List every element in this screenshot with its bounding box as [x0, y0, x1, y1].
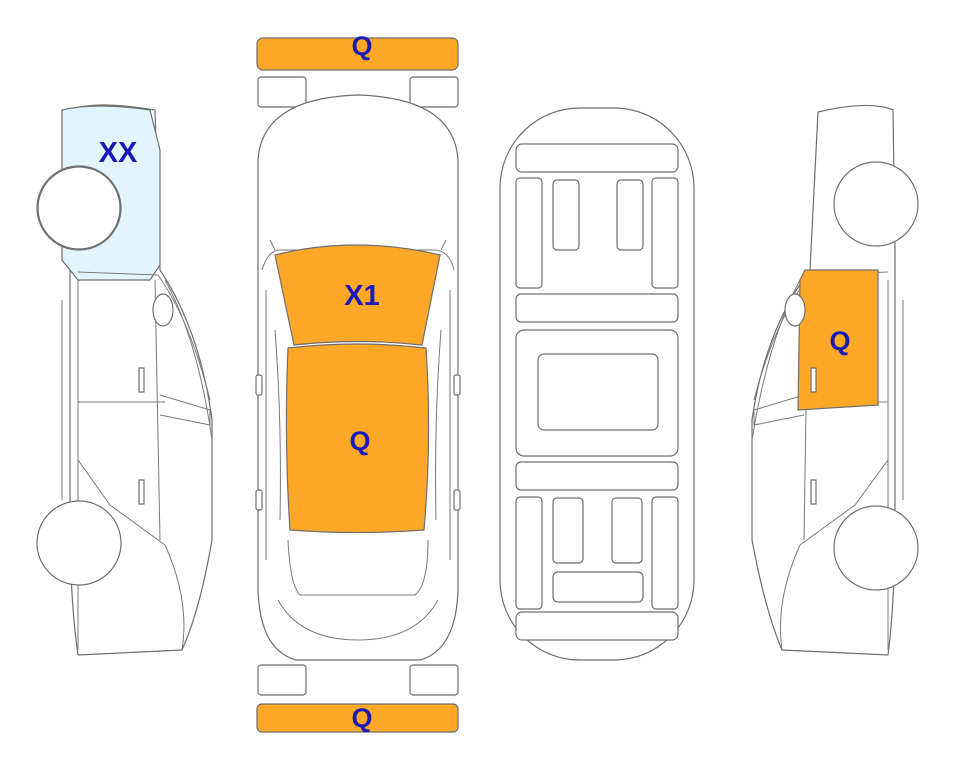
left-front-fender-code: XX — [99, 137, 138, 169]
windshield-code: X1 — [344, 280, 379, 312]
top-view: Q X1 Q Q — [255, 31, 461, 733]
left-side-view: XX — [36, 104, 213, 656]
roof-code: Q — [349, 426, 370, 456]
roof-panel[interactable] — [285, 343, 430, 534]
right-rear-door-code: Q — [829, 326, 850, 356]
front-bumper-code: Q — [351, 31, 372, 61]
underbody-view — [499, 107, 695, 661]
front-bumper-panel[interactable] — [256, 37, 459, 71]
rear-bumper-panel[interactable] — [256, 703, 459, 733]
right-side-view: Q — [751, 104, 919, 656]
right-rear-door-panel[interactable] — [797, 269, 879, 411]
rear-bumper-code: Q — [351, 703, 372, 733]
windshield-panel[interactable] — [274, 244, 441, 346]
